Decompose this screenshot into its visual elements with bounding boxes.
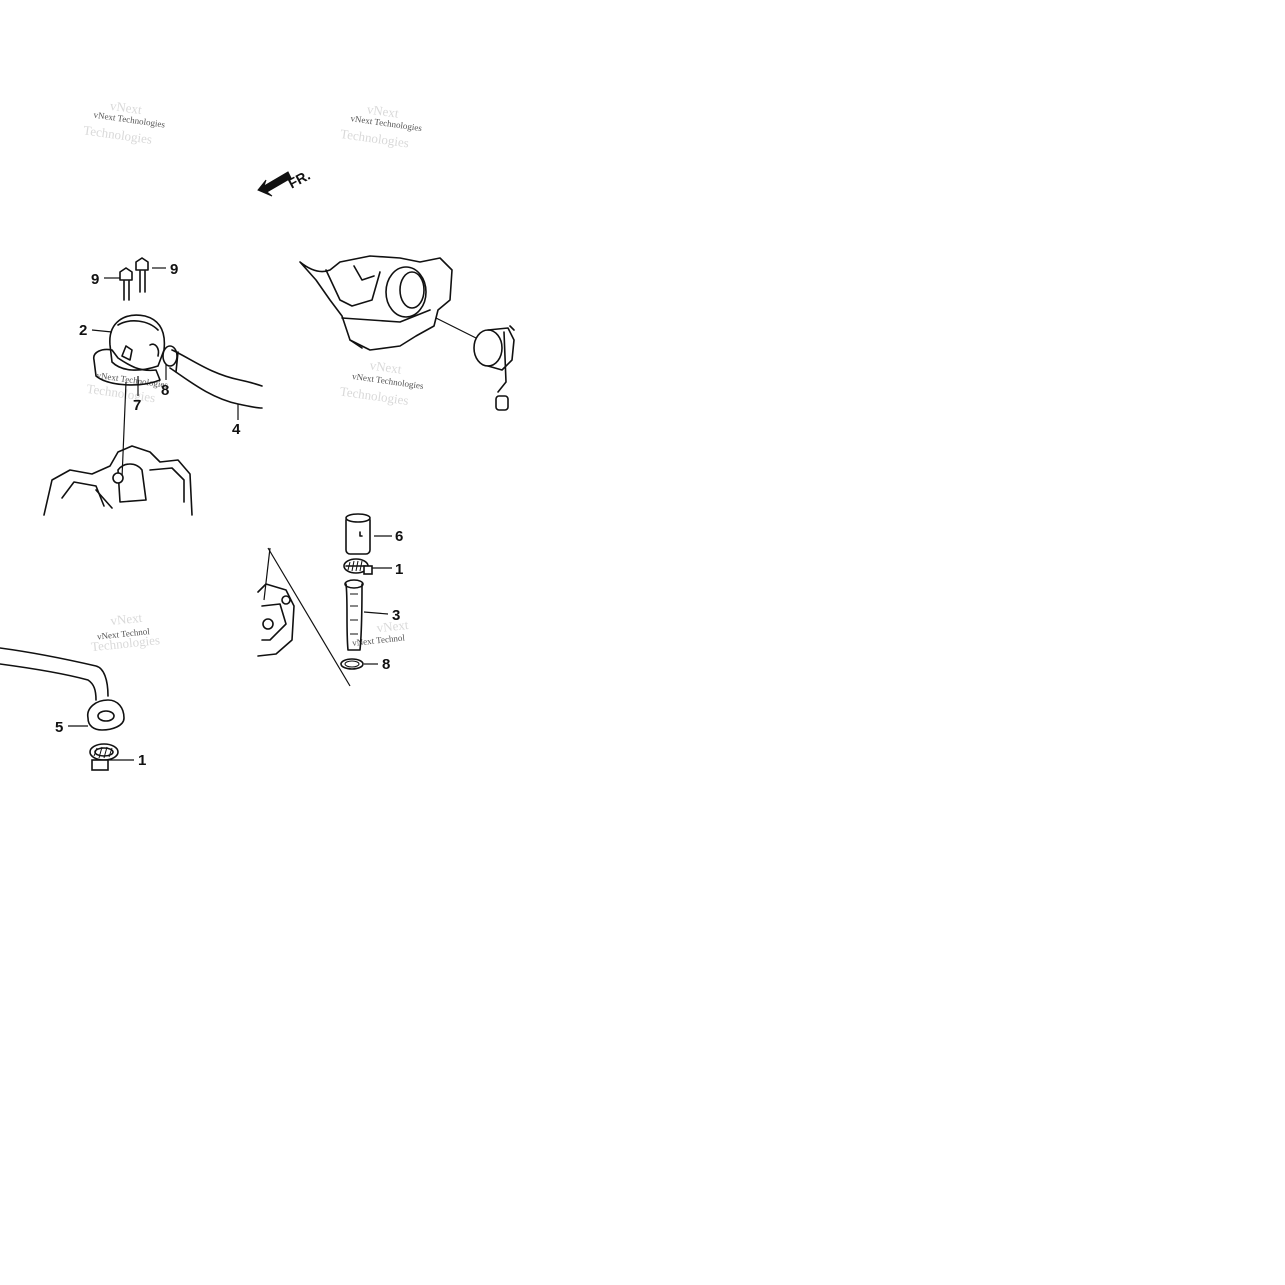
- callout-4: 4: [232, 421, 241, 438]
- callout-3: 3: [392, 607, 400, 624]
- engine-block-right: [299, 255, 453, 351]
- callout-6: 6: [395, 528, 403, 545]
- watermark-mid-left: Technologies vNext Technologies: [86, 370, 169, 405]
- pipe: [345, 513, 371, 555]
- o-ring-bottom: [340, 658, 364, 670]
- bolt-right: [135, 257, 149, 293]
- svg-text:Technologies: Technologies: [90, 632, 160, 654]
- cylinder-head-fragment: [257, 583, 295, 657]
- svg-text:vNext: vNext: [110, 610, 144, 628]
- callout-9-right: 9: [170, 261, 178, 278]
- bracket: [86, 699, 125, 731]
- engine-block-left: [43, 445, 193, 516]
- front-label: FR.: [285, 167, 312, 192]
- watermark-top-right: vNext Technologies vNext Technologies: [339, 101, 423, 150]
- callout-2: 2: [79, 322, 87, 339]
- callout-5: 5: [55, 719, 63, 736]
- gasket: [92, 348, 161, 386]
- svg-text:vNext: vNext: [369, 357, 403, 376]
- callout-8-bottom: 8: [382, 656, 390, 673]
- watermark-lower-left: vNext Technologies vNext Technol: [90, 610, 160, 654]
- sensor-body: [473, 325, 515, 411]
- hose-short: [344, 579, 364, 651]
- hose-long: [169, 349, 263, 409]
- bolt-left: [119, 267, 133, 301]
- svg-text:vNext: vNext: [376, 617, 410, 635]
- watermark-lower-mid: vNext vNext Technol: [352, 617, 410, 648]
- cover: [109, 314, 166, 371]
- front-direction-arrow: FR.: [257, 167, 313, 197]
- watermark-mid-right: vNext Technologies vNext Technologies: [339, 357, 425, 408]
- svg-text:vNext: vNext: [366, 101, 400, 120]
- callout-8-top: 8: [161, 382, 169, 399]
- watermark-top-left: vNext Technologies vNext Technologies: [82, 98, 166, 147]
- callout-9-left: 9: [91, 271, 99, 288]
- callout-7: 7: [133, 397, 141, 414]
- svg-text:vNext: vNext: [109, 98, 143, 117]
- callout-1-mid: 1: [395, 561, 403, 578]
- long-tube: [0, 647, 109, 701]
- clamp-mid: [343, 558, 373, 575]
- callout-1-bottom: 1: [138, 752, 146, 769]
- clamp-bottom: [89, 743, 119, 771]
- o-ring-top: [162, 345, 178, 367]
